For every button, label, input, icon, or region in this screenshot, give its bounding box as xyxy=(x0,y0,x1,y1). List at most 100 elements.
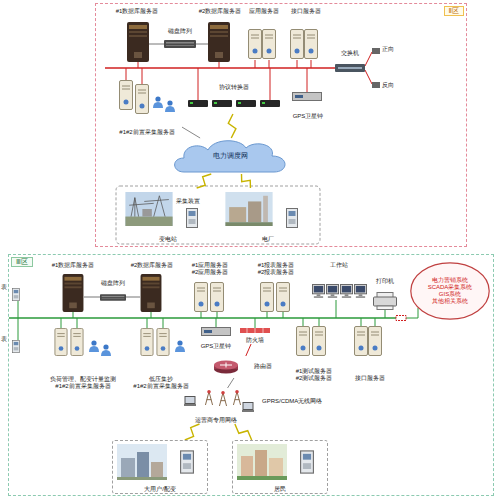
server-icon xyxy=(120,22,322,114)
device-icon xyxy=(355,327,368,356)
wireless-link xyxy=(228,114,236,138)
device-icon xyxy=(12,288,19,300)
node-label: #1#2前置采集服务器 xyxy=(119,129,174,136)
disk-array-box: 磁盘阵列 xyxy=(162,28,198,50)
node-label: 打印机 xyxy=(376,278,394,285)
bus-line-red xyxy=(142,68,143,84)
device-icon xyxy=(101,344,111,356)
bus-line-green xyxy=(303,318,304,326)
zone-title: Ⅱ区 xyxy=(444,6,464,16)
device-icon xyxy=(219,391,226,406)
server-box: #1数据库服务器 xyxy=(48,262,98,312)
node-label: 大用户/配变 xyxy=(144,486,176,493)
server-box: #1报表服务器 #2报表服务器 xyxy=(244,262,308,312)
device-icon xyxy=(369,327,382,356)
printer-box: 打印机 xyxy=(372,278,398,312)
server-icon xyxy=(127,22,149,62)
circle-outline xyxy=(411,263,489,319)
bus-line-green xyxy=(201,312,202,318)
server-icon xyxy=(165,100,175,112)
bus-line-green xyxy=(151,312,152,318)
cable xyxy=(126,297,140,298)
device-icon xyxy=(237,444,287,480)
firewall-bar xyxy=(396,316,406,321)
site-box: 居民 xyxy=(232,440,328,494)
device-icon xyxy=(326,285,338,298)
network-link xyxy=(182,127,200,138)
node-label: #1数据库服务器 xyxy=(52,262,95,269)
bus-line-red xyxy=(297,60,298,68)
bus-line-green xyxy=(18,301,19,318)
server-box: #2数据库服务器 xyxy=(196,8,244,64)
device-icon xyxy=(374,293,397,310)
bus-line-red xyxy=(255,60,256,68)
device-icon xyxy=(100,294,126,301)
node-label: #1测试服务器 #2测试服务器 xyxy=(282,368,346,382)
node-label: 运营商专用网络 xyxy=(195,417,237,424)
bus-line-red xyxy=(307,68,308,92)
server-box: 应用服务器 xyxy=(244,8,284,64)
site-box: 变电站 xyxy=(120,188,216,243)
network-link xyxy=(228,378,234,388)
node-label: 磁盘阵列 xyxy=(101,280,125,287)
node-label: 电力调度网 xyxy=(213,152,248,160)
wireless-link xyxy=(241,174,250,188)
bus-line-red xyxy=(270,68,271,100)
bus-line-red xyxy=(198,68,199,100)
server-icon xyxy=(120,81,133,110)
wireless-link xyxy=(235,424,252,440)
node-label: 防火墙 xyxy=(246,337,264,344)
bus-line-red xyxy=(126,68,127,80)
server-icon xyxy=(263,30,276,59)
node-label: 路由器 xyxy=(254,363,272,370)
bus-line-green xyxy=(147,318,148,328)
switch-icon xyxy=(335,64,365,72)
bus-line-green xyxy=(9,317,396,319)
server-icon xyxy=(188,100,208,107)
wireless-link xyxy=(185,424,200,440)
bus-line-green xyxy=(77,318,78,328)
node-label: #2数据库服务器 xyxy=(131,262,174,269)
device-icon xyxy=(354,285,366,298)
device-icon xyxy=(205,390,212,405)
edge-label: 表 xyxy=(1,284,7,291)
server-icon xyxy=(291,30,304,59)
device-icon xyxy=(242,403,254,413)
bus-line-green xyxy=(406,308,418,318)
clock-box: GPS卫星钟 xyxy=(196,324,236,350)
port-label: 反向 xyxy=(382,82,394,89)
system-circle: 电力营销系统SCADA采集系统GIS系统其他相关系统 xyxy=(410,262,490,320)
bus-line-red xyxy=(365,52,372,84)
device-icon xyxy=(301,451,314,473)
node-label: #1报表服务器 #2报表服务器 xyxy=(244,262,308,276)
device-icon xyxy=(63,274,84,312)
server-icon xyxy=(164,40,196,48)
node-label: 电力营销系统 xyxy=(432,277,468,284)
cloud-outline xyxy=(175,141,285,172)
device-icon xyxy=(195,283,208,312)
zone-title: Ⅲ区 xyxy=(11,257,33,267)
node-label: 低压集抄 xyxy=(149,376,173,383)
node-label: 其他相关系统 xyxy=(432,298,468,305)
port-label: 正向 xyxy=(382,46,394,53)
device-icon xyxy=(117,444,167,480)
device-icon xyxy=(89,340,99,352)
bus-line-green xyxy=(319,318,320,326)
switch-icon xyxy=(372,48,380,54)
server-icon xyxy=(293,93,322,101)
device-label: 采集装置 xyxy=(176,198,200,205)
bus-line-green xyxy=(336,300,337,318)
server-box: 低压集抄#1#2前置采集服务器 xyxy=(128,324,194,390)
bus-line-red xyxy=(138,62,139,68)
firewall-box: 防火墙 xyxy=(238,326,272,344)
bus-line-red xyxy=(219,62,220,68)
bus-line-green xyxy=(267,312,268,318)
bus-line-green xyxy=(216,318,217,327)
zone-panel: Ⅲ区#1数据库服务器磁盘阵列#2数据库服务器#1应用服务器 #2应用服务器#1报… xyxy=(8,254,494,496)
clock-box: GPS卫星钟 xyxy=(288,88,328,120)
firewall-bar xyxy=(247,328,263,333)
network-label: GPRS/CDMA无线网络 xyxy=(262,398,322,405)
node-label: GIS系统 xyxy=(439,291,461,298)
zone-panel: Ⅱ区#1数据库服务器磁盘阵列#2数据库服务器应用服务器接口服务器交换机#1#2前… xyxy=(95,3,467,247)
